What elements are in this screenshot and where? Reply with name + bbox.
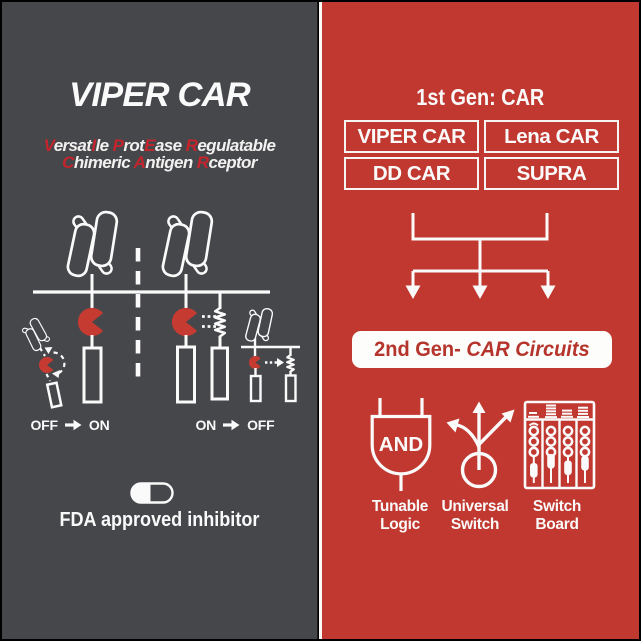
fda-approved-inhibitor-label: FDA approved inhibitor (59, 509, 260, 531)
inhibited-car-mini (241, 306, 300, 403)
tunable-logic-label: Tunable Logic (371, 497, 429, 533)
car-schematic-diagram (17, 209, 300, 504)
eq-bars (528, 404, 589, 419)
and-gate-text: AND (379, 433, 423, 456)
protease-pacman-mini (248, 355, 261, 369)
box-lena-car: Lena CAR (484, 120, 619, 153)
on-to-off-label: ON OFF (175, 417, 295, 433)
off-text2: OFF (247, 417, 275, 433)
branching-tree-arrows (405, 213, 556, 299)
signaling-domain-rect2 (176, 345, 196, 404)
knob-circles (528, 422, 591, 458)
off-text: OFF (30, 417, 58, 433)
universal-switch-icon (446, 401, 515, 489)
spring-epitope-mini (286, 353, 295, 373)
viper-acronym-subtitle: VersatIle ProtEase Regulatable Chimeric … (2, 135, 317, 173)
release-arrowhead-bottom (52, 370, 60, 378)
subtitle-line-2: Chimeric Antigen Rceptor (62, 153, 257, 173)
on-text2: ON (195, 417, 217, 433)
spring-signaling-rect (210, 346, 229, 401)
signaling-domain-rect (82, 346, 103, 404)
subtitle-line-1: VersatIle ProtEase Regulatable (43, 135, 276, 155)
panel-divider (318, 2, 322, 639)
arrow-right-icon2 (223, 419, 240, 431)
release-arrowhead-top (44, 347, 53, 354)
viper-car-on-state (64, 209, 120, 404)
down-arrow-center (472, 271, 488, 299)
gen1-title: 1st Gen: CAR (416, 83, 545, 110)
switch-board-icon (523, 400, 596, 490)
viper-car-off-state (159, 209, 229, 404)
universal-switch-label: Universal Switch (441, 497, 509, 533)
box-viper-car: VIPER CAR (344, 120, 479, 153)
protease-pacman-large2 (171, 307, 198, 337)
and-gate-icon: AND (370, 398, 432, 491)
and-gate-body (370, 414, 432, 476)
spring-epitope (213, 306, 227, 338)
gen2-italic: CAR Circuits (466, 337, 590, 361)
off-to-on-label: OFF ON (10, 417, 130, 433)
arrow-right-icon (64, 419, 82, 431)
down-arrow-right (540, 271, 556, 299)
switch-board-label: Switch Board (532, 497, 582, 533)
inhibitor-arrowhead (277, 358, 284, 367)
pill-capsule-icon (130, 482, 174, 504)
on-text: ON (88, 417, 110, 433)
degraded-signaling-rect (45, 381, 63, 409)
protease-pacman-large (77, 307, 104, 337)
box-supra: SUPRA (484, 157, 619, 190)
gen2-car-circuits-banner: 2nd Gen- CAR Circuits (352, 331, 612, 368)
slider-knobs (530, 454, 589, 478)
gen2-prefix: 2nd Gen- (374, 337, 467, 361)
down-arrow-left (405, 271, 421, 299)
right-panel: 1st Gen: CAR VIPER CAR Lena CAR DD CAR S… (322, 2, 639, 639)
viper-car-title: VIPER CAR (69, 75, 250, 114)
left-panel: VIPER CAR VersatIle ProtEase Regulatable… (2, 2, 318, 639)
box-dd-car: DD CAR (344, 157, 479, 190)
degraded-car-fragment (17, 315, 66, 409)
dashed-release-arc (53, 351, 66, 375)
protease-pacman-small (38, 357, 54, 373)
